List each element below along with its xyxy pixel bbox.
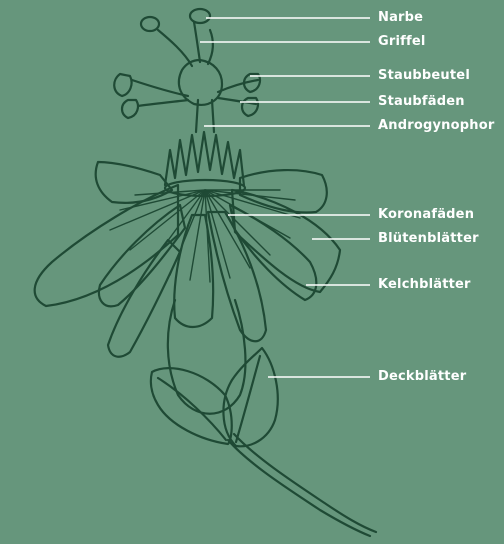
filament-left-2 xyxy=(138,100,188,106)
label-koronafaeden: Koronafäden xyxy=(378,207,474,223)
corona-crown xyxy=(165,132,244,186)
sepal-left xyxy=(35,185,178,306)
style-right xyxy=(208,30,213,64)
label-androgynophor: Androgynophor xyxy=(378,118,494,134)
label-bluetenblaetter: Blütenblätter xyxy=(378,231,479,247)
label-griffel: Griffel xyxy=(378,34,426,50)
anther-left-1 xyxy=(114,74,131,96)
sepal-upper-left xyxy=(96,162,172,203)
label-kelchblaetter: Kelchblätter xyxy=(378,277,471,293)
stigma-left xyxy=(141,17,159,31)
stem xyxy=(228,440,370,536)
style-left xyxy=(158,30,192,66)
anther-right-2 xyxy=(242,98,258,116)
sepal-bottom-left xyxy=(108,240,180,357)
label-deckblaetter: Deckblätter xyxy=(378,369,466,385)
style-middle xyxy=(194,22,200,62)
stigma-middle xyxy=(190,9,210,23)
label-staubbeutel: Staubbeutel xyxy=(378,68,470,84)
calyx-tube xyxy=(168,300,246,414)
filament-right-1 xyxy=(218,80,258,92)
anther-left-2 xyxy=(122,100,138,118)
ovary xyxy=(179,60,222,105)
label-staubfaeden: Staubfäden xyxy=(378,94,465,110)
label-narbe: Narbe xyxy=(378,10,423,26)
stem-outline xyxy=(234,434,376,532)
